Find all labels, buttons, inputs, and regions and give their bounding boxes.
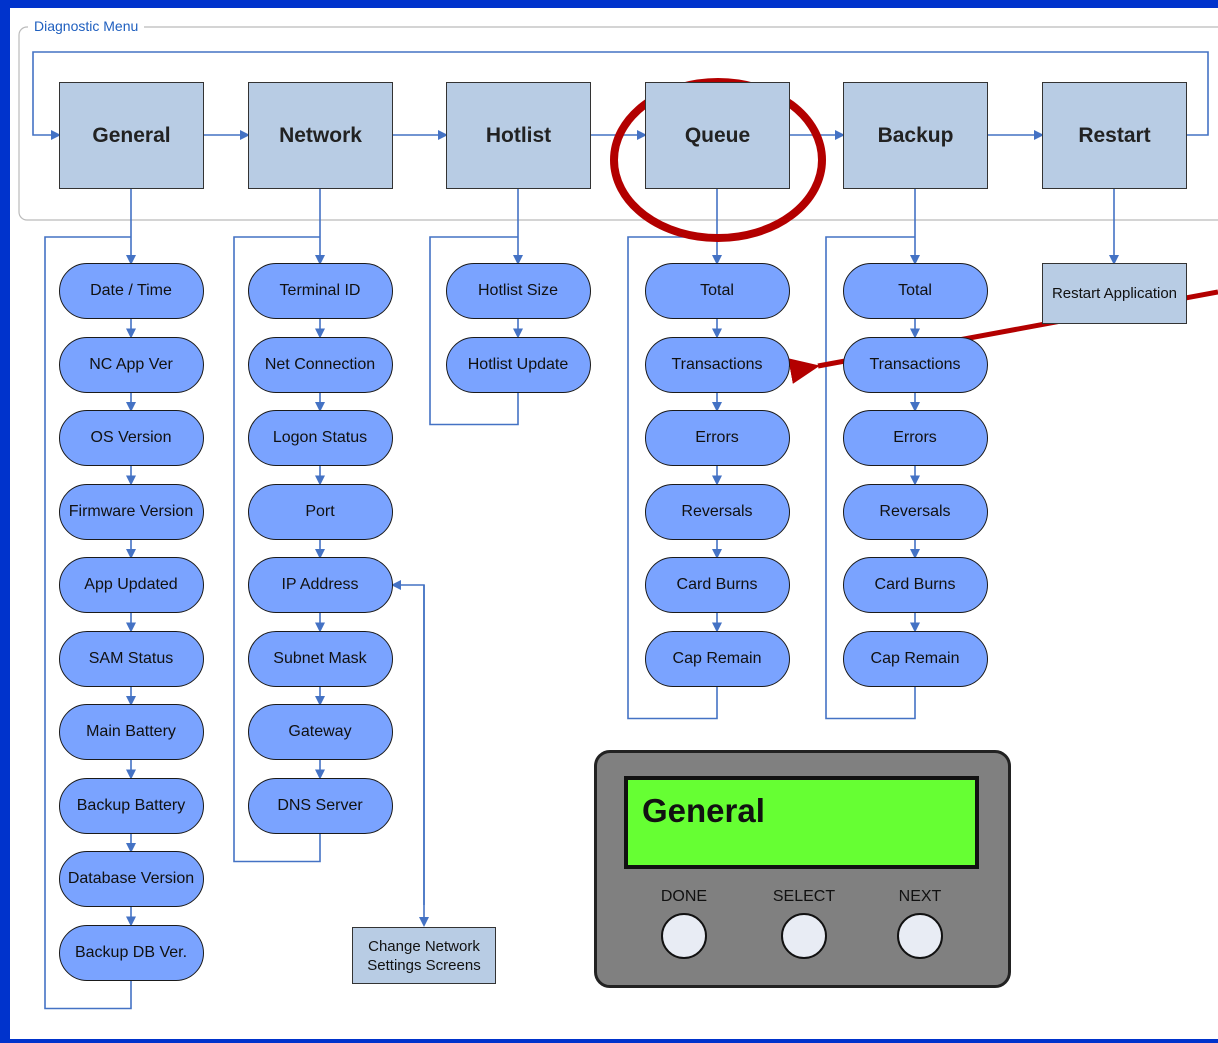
general-item[interactable]: OS Version: [58, 410, 204, 466]
queue-item[interactable]: Transactions: [644, 336, 790, 393]
network-item[interactable]: Port: [247, 483, 393, 540]
queue-item[interactable]: Reversals: [644, 483, 790, 540]
network-item[interactable]: DNS Server: [247, 777, 393, 834]
general-item[interactable]: Firmware Version: [58, 483, 204, 540]
backup-item[interactable]: Errors: [842, 410, 988, 466]
network-item[interactable]: Terminal ID: [247, 263, 393, 319]
restart-application-box[interactable]: Restart Application: [1042, 263, 1187, 324]
menu-restart[interactable]: Restart: [1042, 82, 1187, 189]
backup-item[interactable]: Card Burns: [842, 557, 988, 613]
general-item[interactable]: SAM Status: [58, 630, 204, 687]
backup-item[interactable]: Total: [842, 263, 988, 319]
backup-item[interactable]: Cap Remain: [842, 630, 988, 687]
change-network-link-up: [391, 580, 425, 905]
network-loop-line: [233, 236, 321, 863]
backup-item[interactable]: Reversals: [842, 483, 988, 540]
general-item[interactable]: Backup Battery: [58, 777, 204, 834]
queue-loop-line: [627, 236, 718, 720]
menu-loop-line: [32, 51, 1209, 140]
lcd-button-next[interactable]: [897, 913, 943, 959]
menu-hotlist[interactable]: Hotlist: [446, 82, 591, 189]
general-item[interactable]: NC App Ver: [58, 336, 204, 393]
diagram-title: Diagnostic Menu: [28, 18, 145, 34]
hotlist-loop-line: [429, 236, 519, 426]
lcd-label-next: NEXT: [898, 888, 942, 905]
general-item[interactable]: Backup DB Ver.: [58, 924, 204, 981]
network-item[interactable]: IP Address: [247, 557, 393, 613]
diagnostic-menu-groupbox: [18, 26, 1218, 221]
menu-general[interactable]: General: [59, 82, 204, 189]
hotlist-item[interactable]: Hotlist Update: [445, 336, 591, 393]
general-item[interactable]: Date / Time: [58, 263, 204, 319]
queue-item[interactable]: Total: [644, 263, 790, 319]
lcd-button-done[interactable]: [661, 913, 707, 959]
menu-queue[interactable]: Queue: [645, 82, 790, 189]
general-loop-line: [44, 236, 132, 1010]
queue-item[interactable]: Cap Remain: [644, 630, 790, 687]
network-item[interactable]: Gateway: [247, 704, 393, 760]
lcd-screen: General: [624, 776, 979, 869]
network-item[interactable]: Logon Status: [247, 410, 393, 466]
backup-item[interactable]: Transactions: [842, 336, 988, 393]
backup-loop-line: [825, 236, 916, 720]
general-item[interactable]: Database Version: [58, 851, 204, 907]
queue-item[interactable]: Errors: [644, 410, 790, 466]
change-network-settings-box: Change Network Settings Screens: [352, 927, 496, 984]
network-item[interactable]: Net Connection: [247, 336, 393, 393]
network-item[interactable]: Subnet Mask: [247, 630, 393, 687]
queue-item[interactable]: Card Burns: [644, 557, 790, 613]
menu-backup[interactable]: Backup: [843, 82, 988, 189]
hotlist-item[interactable]: Hotlist Size: [445, 263, 591, 319]
lcd-label-done: DONE: [660, 888, 708, 905]
general-item[interactable]: App Updated: [58, 557, 204, 613]
lcd-button-select[interactable]: [781, 913, 827, 959]
lcd-label-select: SELECT: [772, 888, 836, 905]
general-item[interactable]: Main Battery: [58, 704, 204, 760]
menu-network[interactable]: Network: [248, 82, 393, 189]
